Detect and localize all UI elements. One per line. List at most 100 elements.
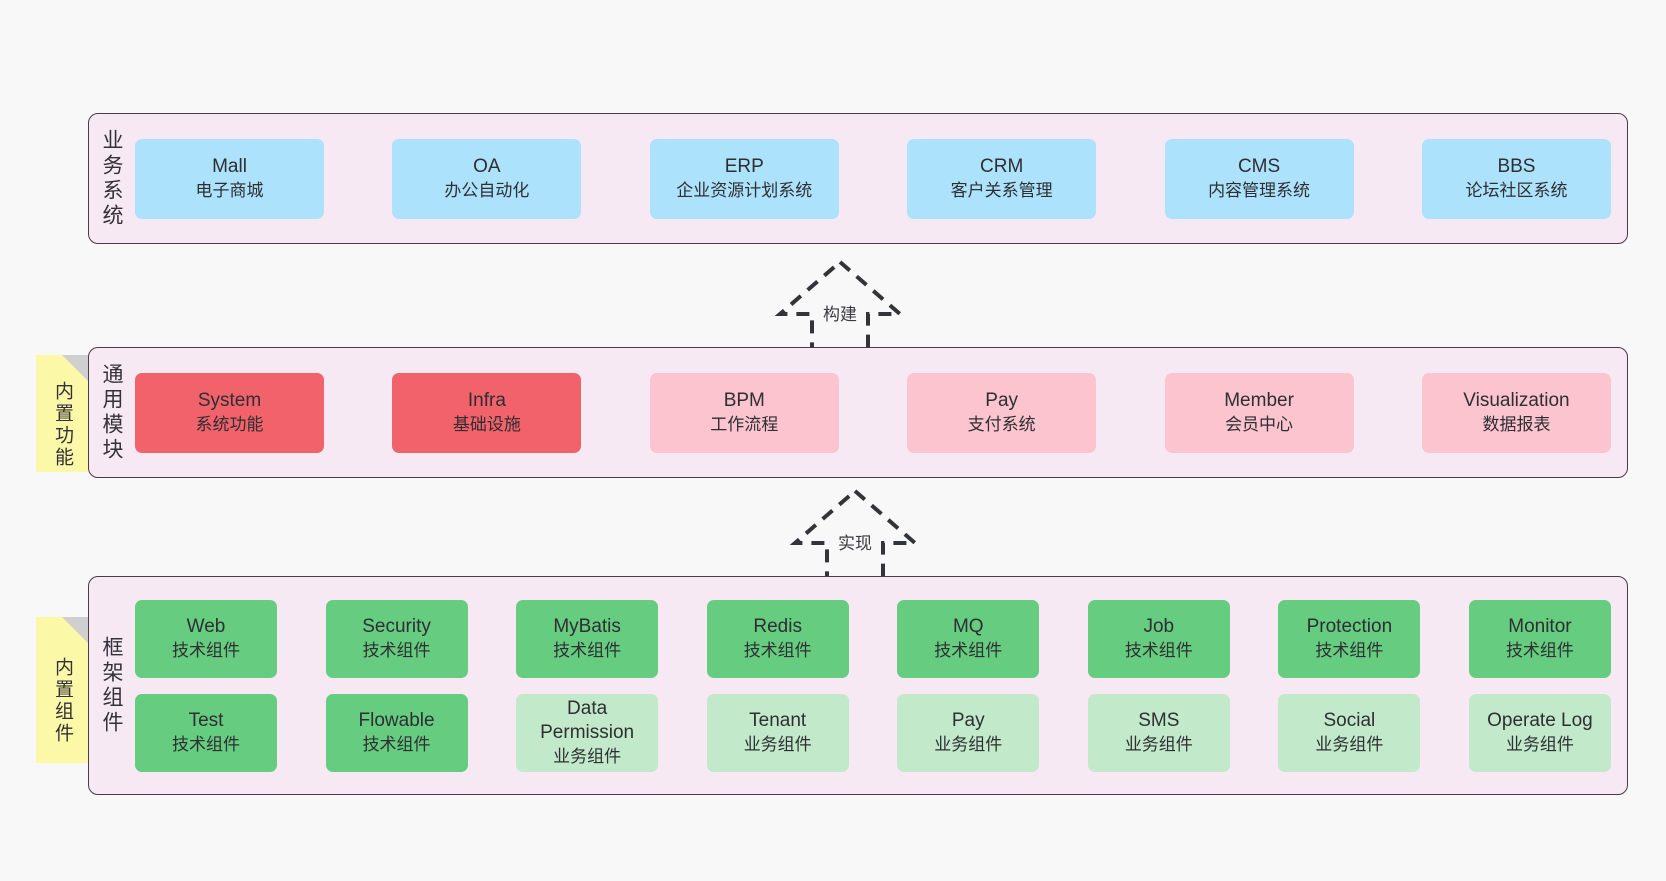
sticky-note-builtin-component: 内置组件 bbox=[36, 617, 88, 763]
card-subtitle: 技术组件 bbox=[1124, 640, 1193, 660]
arrow-realize: 实现 bbox=[775, 487, 935, 583]
card-subtitle: 客户关系管理 bbox=[950, 180, 1053, 200]
card-bbs[interactable]: BBS 论坛社区系统 bbox=[1421, 138, 1611, 219]
card-system[interactable]: System 系统功能 bbox=[135, 372, 324, 453]
card-mq[interactable]: MQ 技术组件 bbox=[897, 599, 1040, 678]
card-title: BBS bbox=[1497, 156, 1536, 178]
layer-business-system[interactable]: 业务系统 Mall 电子商城 OA 办公自动化 ERP 企业资源计划系统 CRM… bbox=[88, 113, 1628, 244]
card-title: Monitor bbox=[1508, 616, 1572, 638]
card-subtitle: 业务组件 bbox=[934, 734, 1003, 754]
card-cms[interactable]: CMS 内容管理系统 bbox=[1164, 138, 1354, 219]
card-subtitle: 支付系统 bbox=[967, 414, 1036, 434]
card-subtitle: 技术组件 bbox=[362, 734, 431, 754]
card-title: Security bbox=[362, 616, 431, 638]
card-title: OA bbox=[473, 156, 501, 178]
layer-title-framework-component: 框架组件 bbox=[100, 635, 124, 736]
card-job[interactable]: Job 技术组件 bbox=[1087, 599, 1230, 678]
card-mybatis[interactable]: MyBatis 技术组件 bbox=[516, 599, 659, 678]
card-title: Member bbox=[1224, 390, 1294, 412]
card-security[interactable]: Security 技术组件 bbox=[325, 599, 468, 678]
card-title: System bbox=[197, 390, 262, 412]
card-subtitle: 企业资源计划系统 bbox=[676, 180, 813, 200]
card-title: MyBatis bbox=[553, 616, 621, 638]
card-subtitle: 技术组件 bbox=[1505, 640, 1574, 660]
card-pay-module[interactable]: Pay 支付系统 bbox=[907, 372, 1097, 453]
card-title: Job bbox=[1143, 616, 1175, 638]
card-title: Social bbox=[1323, 710, 1376, 732]
card-title: Tenant bbox=[749, 710, 807, 732]
card-title: Mall bbox=[212, 156, 247, 178]
card-title: Flowable bbox=[358, 710, 435, 732]
card-subtitle: 会员中心 bbox=[1225, 414, 1294, 434]
card-redis[interactable]: Redis 技术组件 bbox=[706, 599, 849, 678]
layer-title-business-system: 业务系统 bbox=[100, 128, 124, 229]
card-subtitle: 内容管理系统 bbox=[1208, 180, 1311, 200]
card-title: BPM bbox=[723, 390, 765, 412]
card-title: CRM bbox=[980, 156, 1024, 178]
card-subtitle: 技术组件 bbox=[1315, 640, 1384, 660]
card-pay-component[interactable]: Pay 业务组件 bbox=[897, 693, 1040, 772]
card-row: System 系统功能 Infra 基础设施 BPM 工作流程 Pay 支付系统… bbox=[135, 372, 1611, 453]
layer-body-framework-component: Web 技术组件 Security 技术组件 MyBatis 技术组件 Redi… bbox=[133, 577, 1627, 794]
card-subtitle: 工作流程 bbox=[710, 414, 779, 434]
card-subtitle: 业务组件 bbox=[743, 734, 812, 754]
arrow-outline bbox=[774, 259, 906, 352]
card-subtitle: 业务组件 bbox=[1505, 734, 1574, 754]
layer-framework-component[interactable]: 框架组件 Web 技术组件 Security 技术组件 MyBatis 技术组件… bbox=[88, 576, 1628, 795]
card-subtitle: 业务组件 bbox=[1315, 734, 1384, 754]
card-subtitle: 基础设施 bbox=[452, 414, 521, 434]
card-crm[interactable]: CRM 客户关系管理 bbox=[907, 138, 1097, 219]
card-title: CMS bbox=[1237, 156, 1281, 178]
card-visualization[interactable]: Visualization 数据报表 bbox=[1421, 372, 1611, 453]
layer-title-common-module: 通用模块 bbox=[100, 362, 124, 463]
card-subtitle: 技术组件 bbox=[743, 640, 812, 660]
card-title: Infra bbox=[467, 390, 506, 412]
arrow-outline bbox=[789, 488, 921, 581]
card-social[interactable]: Social 业务组件 bbox=[1278, 693, 1421, 772]
card-title: Visualization bbox=[1463, 390, 1570, 412]
card-erp[interactable]: ERP 企业资源计划系统 bbox=[649, 138, 839, 219]
card-bpm[interactable]: BPM 工作流程 bbox=[649, 372, 839, 453]
card-row: Test 技术组件 Flowable 技术组件 Data Permission … bbox=[135, 693, 1611, 772]
card-operate-log[interactable]: Operate Log 业务组件 bbox=[1468, 693, 1611, 772]
card-row: Mall 电子商城 OA 办公自动化 ERP 企业资源计划系统 CRM 客户关系… bbox=[135, 138, 1611, 219]
layer-common-module[interactable]: 通用模块 System 系统功能 Infra 基础设施 BPM 工作流程 Pay… bbox=[88, 347, 1628, 478]
card-mall[interactable]: Mall 电子商城 bbox=[135, 138, 324, 219]
card-oa[interactable]: OA 办公自动化 bbox=[392, 138, 582, 219]
card-subtitle: 业务组件 bbox=[553, 747, 622, 767]
card-title: ERP bbox=[724, 156, 764, 178]
card-subtitle: 技术组件 bbox=[934, 640, 1003, 660]
card-subtitle: 论坛社区系统 bbox=[1465, 180, 1568, 200]
card-title: Test bbox=[188, 710, 224, 732]
card-data-permission[interactable]: Data Permission 业务组件 bbox=[516, 693, 659, 772]
card-protection[interactable]: Protection 技术组件 bbox=[1278, 599, 1421, 678]
card-title: Operate Log bbox=[1487, 710, 1593, 732]
card-title: Data bbox=[567, 697, 608, 719]
card-sms[interactable]: SMS 业务组件 bbox=[1087, 693, 1230, 772]
card-title: SMS bbox=[1138, 710, 1180, 732]
card-test[interactable]: Test 技术组件 bbox=[135, 693, 277, 772]
card-subtitle: 技术组件 bbox=[553, 640, 622, 660]
arrow-build: 构建 bbox=[760, 258, 920, 354]
card-title: Pay bbox=[985, 390, 1019, 412]
card-title-second-line: Permission bbox=[540, 722, 635, 744]
card-subtitle: 业务组件 bbox=[1124, 734, 1193, 754]
card-title: Web bbox=[186, 616, 226, 638]
card-tenant[interactable]: Tenant 业务组件 bbox=[706, 693, 849, 772]
card-member[interactable]: Member 会员中心 bbox=[1164, 372, 1354, 453]
card-title: MQ bbox=[952, 616, 984, 638]
card-web[interactable]: Web 技术组件 bbox=[135, 599, 277, 678]
card-title: Pay bbox=[951, 710, 985, 732]
card-flowable[interactable]: Flowable 技术组件 bbox=[325, 693, 468, 772]
sticky-note-label: 内置组件 bbox=[51, 657, 73, 745]
sticky-note-builtin-feature: 内置功能 bbox=[36, 355, 88, 472]
card-subtitle: 电子商城 bbox=[195, 180, 264, 200]
card-infra[interactable]: Infra 基础设施 bbox=[392, 372, 582, 453]
card-subtitle: 数据报表 bbox=[1482, 414, 1551, 434]
layer-body-business-system: Mall 电子商城 OA 办公自动化 ERP 企业资源计划系统 CRM 客户关系… bbox=[133, 114, 1627, 243]
card-subtitle: 办公自动化 bbox=[444, 180, 530, 200]
card-subtitle: 技术组件 bbox=[362, 640, 431, 660]
card-monitor[interactable]: Monitor 技术组件 bbox=[1468, 599, 1611, 678]
card-title: Redis bbox=[753, 616, 802, 638]
